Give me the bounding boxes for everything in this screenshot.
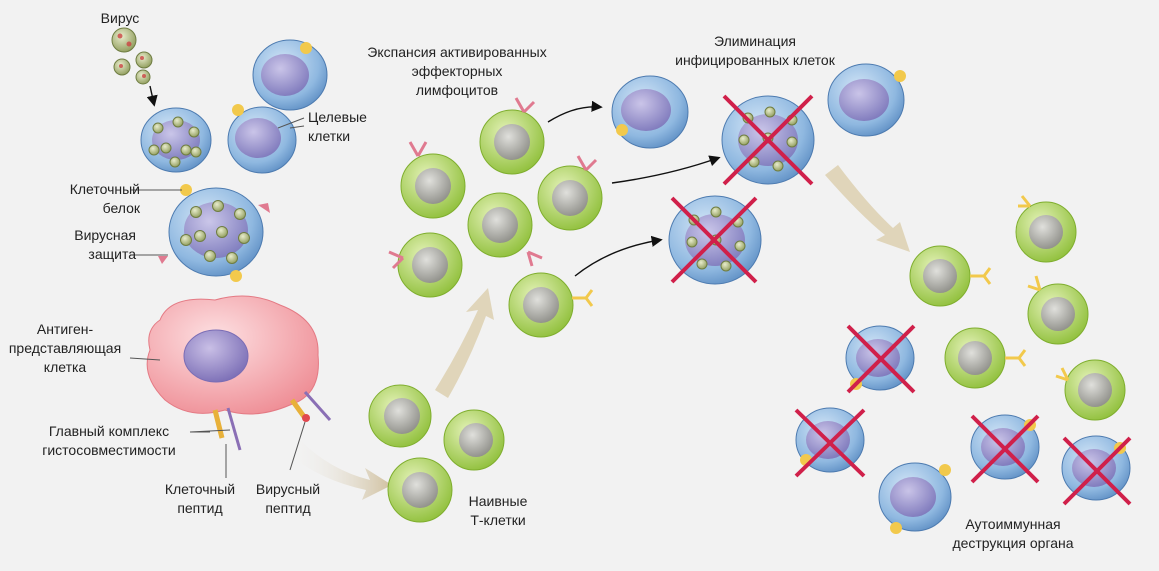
label-viral-peptide: Вирусный пептид — [255, 481, 321, 516]
black-arrows — [146, 85, 721, 277]
target-cells — [227, 39, 328, 174]
naive-t-cells — [368, 384, 505, 523]
label-cell-protein: Клеточный белок — [69, 181, 140, 216]
infected-target-cell — [140, 107, 212, 173]
elimination-cells — [611, 63, 906, 285]
flow-arrow-naive-to-expansion — [435, 288, 494, 398]
label-autoimmune: Аутоиммунная деструкция органа — [952, 516, 1074, 551]
effector-t-cells — [388, 97, 603, 338]
leader-lines — [129, 117, 306, 478]
label-apc: Антиген- представляющая клетка — [8, 321, 122, 375]
label-virus: Вирус — [100, 10, 140, 26]
antigen-presenting-cell — [146, 295, 332, 451]
label-expansion: Экспансия активированных эффекторных лим… — [367, 44, 547, 98]
label-cell-peptide: Клеточный пептид — [164, 481, 236, 516]
label-naive-t-cells: Наивные Т-клетки — [468, 493, 528, 528]
infected-cell-with-proteins — [158, 184, 270, 282]
flow-arrow-elimination-to-autoimmune — [825, 165, 910, 252]
autoimmune-cells — [794, 195, 1132, 534]
label-elimination: Элиминация инфицированных клеток — [675, 33, 835, 68]
label-mhc: Главный комплекс гистосовместимости — [42, 423, 176, 458]
label-viral-protection: Вирусная защита — [74, 227, 136, 262]
label-target-cells: Целевые клетки — [308, 109, 367, 144]
flow-arrow-apc-to-naive — [290, 440, 392, 500]
virus-particles — [111, 27, 153, 85]
